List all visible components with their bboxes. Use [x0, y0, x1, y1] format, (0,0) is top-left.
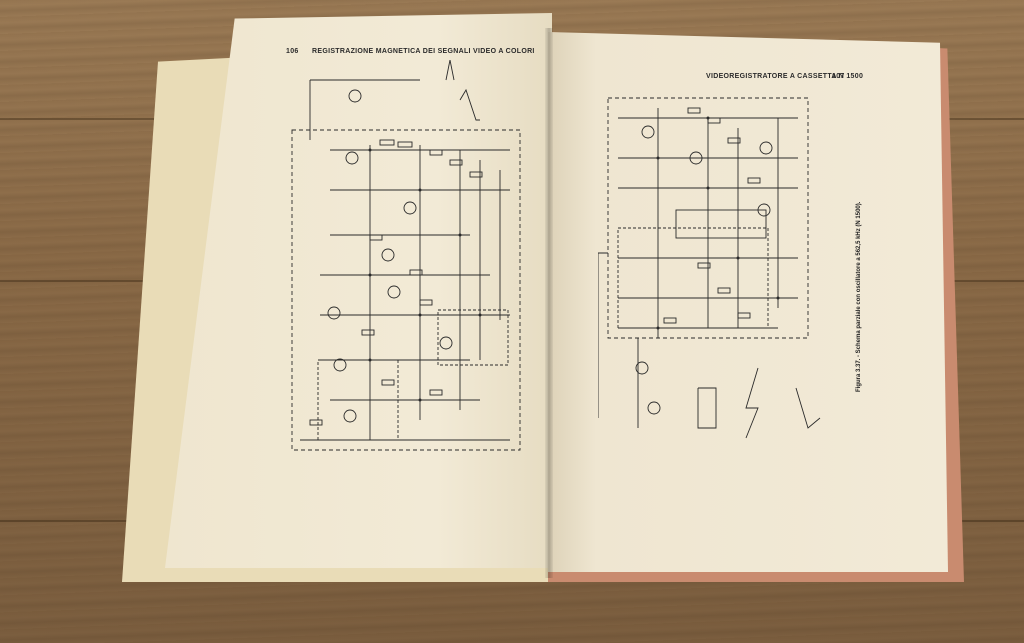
left-running-head: REGISTRAZIONE MAGNETICA DEI SEGNALI VIDE… [312, 48, 535, 55]
right-page-number: 107 [832, 73, 845, 80]
right-circuit-schematic [598, 97, 821, 439]
right-page [548, 32, 948, 572]
left-circuit-schematic [291, 60, 521, 451]
right-running-head: VIDEOREGISTRATORE A CASSETTA N 1500 [706, 73, 864, 80]
figure-caption: Figura 3.37. - Schema parziale con oscil… [856, 201, 862, 392]
left-page [165, 13, 552, 568]
book-gutter [545, 28, 553, 578]
left-page-number: 106 [286, 48, 299, 55]
